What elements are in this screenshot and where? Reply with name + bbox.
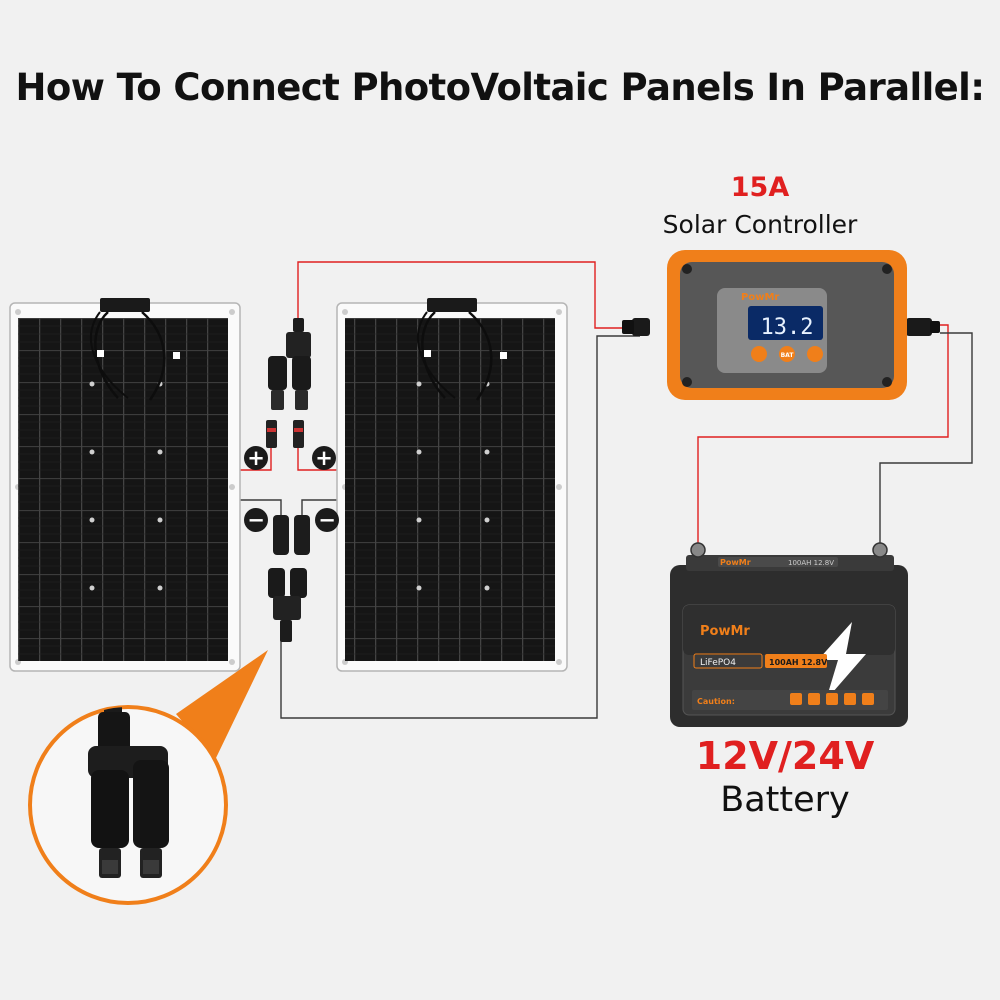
svg-text:100AH 12.8V: 100AH 12.8V <box>769 658 828 667</box>
y-branch-connector-top <box>268 318 311 410</box>
positive-badge-left: + <box>244 446 268 470</box>
controller-name-label: Solar Controller <box>662 210 858 239</box>
svg-text:−: − <box>318 508 336 532</box>
svg-text:+: + <box>315 446 333 470</box>
positive-battery-wire <box>697 324 949 548</box>
solar-panel-left <box>9 298 241 672</box>
page-title: How To Connect PhotoVoltaic Panels In Pa… <box>15 66 986 109</box>
y-branch-connector-zoom <box>88 707 169 878</box>
lifepo4-battery: PowMr 100AH 12.8V PowMr LiFePO4 100AH 12… <box>670 542 908 727</box>
svg-text:LiFePO4: LiFePO4 <box>700 658 736 668</box>
battery-name-label: Battery <box>720 780 850 820</box>
y-branch-connector-bottom <box>268 568 307 642</box>
svg-text:PowMr: PowMr <box>720 558 751 567</box>
svg-text:Caution:: Caution: <box>697 697 735 706</box>
negative-battery-wire <box>879 332 973 548</box>
panel-lead-wires <box>238 448 345 515</box>
battery-voltage-label: 12V/24V <box>695 734 875 778</box>
solar-charge-controller: PowMr 13.2 BAT <box>622 250 940 400</box>
svg-text:100AH 12.8V: 100AH 12.8V <box>788 559 834 567</box>
negative-badge-left: − <box>244 508 268 532</box>
svg-text:−: − <box>247 508 265 532</box>
svg-text:PowMr: PowMr <box>741 292 779 303</box>
mc4-connector-pair-negative <box>273 515 310 555</box>
zoom-callout <box>28 650 268 905</box>
svg-text:BAT: BAT <box>781 352 795 359</box>
svg-text:PowMr: PowMr <box>700 624 750 639</box>
mc4-connector-pair-positive <box>266 420 304 448</box>
solar-panel-right <box>336 298 568 672</box>
negative-badge-right: − <box>315 508 339 532</box>
controller-rating-label: 15A <box>730 172 790 203</box>
negative-wire-bottom <box>280 335 640 719</box>
svg-text:+: + <box>247 446 265 470</box>
svg-text:13.2: 13.2 <box>761 315 814 340</box>
positive-badge-right: + <box>312 446 336 470</box>
positive-wire-top <box>297 261 640 329</box>
